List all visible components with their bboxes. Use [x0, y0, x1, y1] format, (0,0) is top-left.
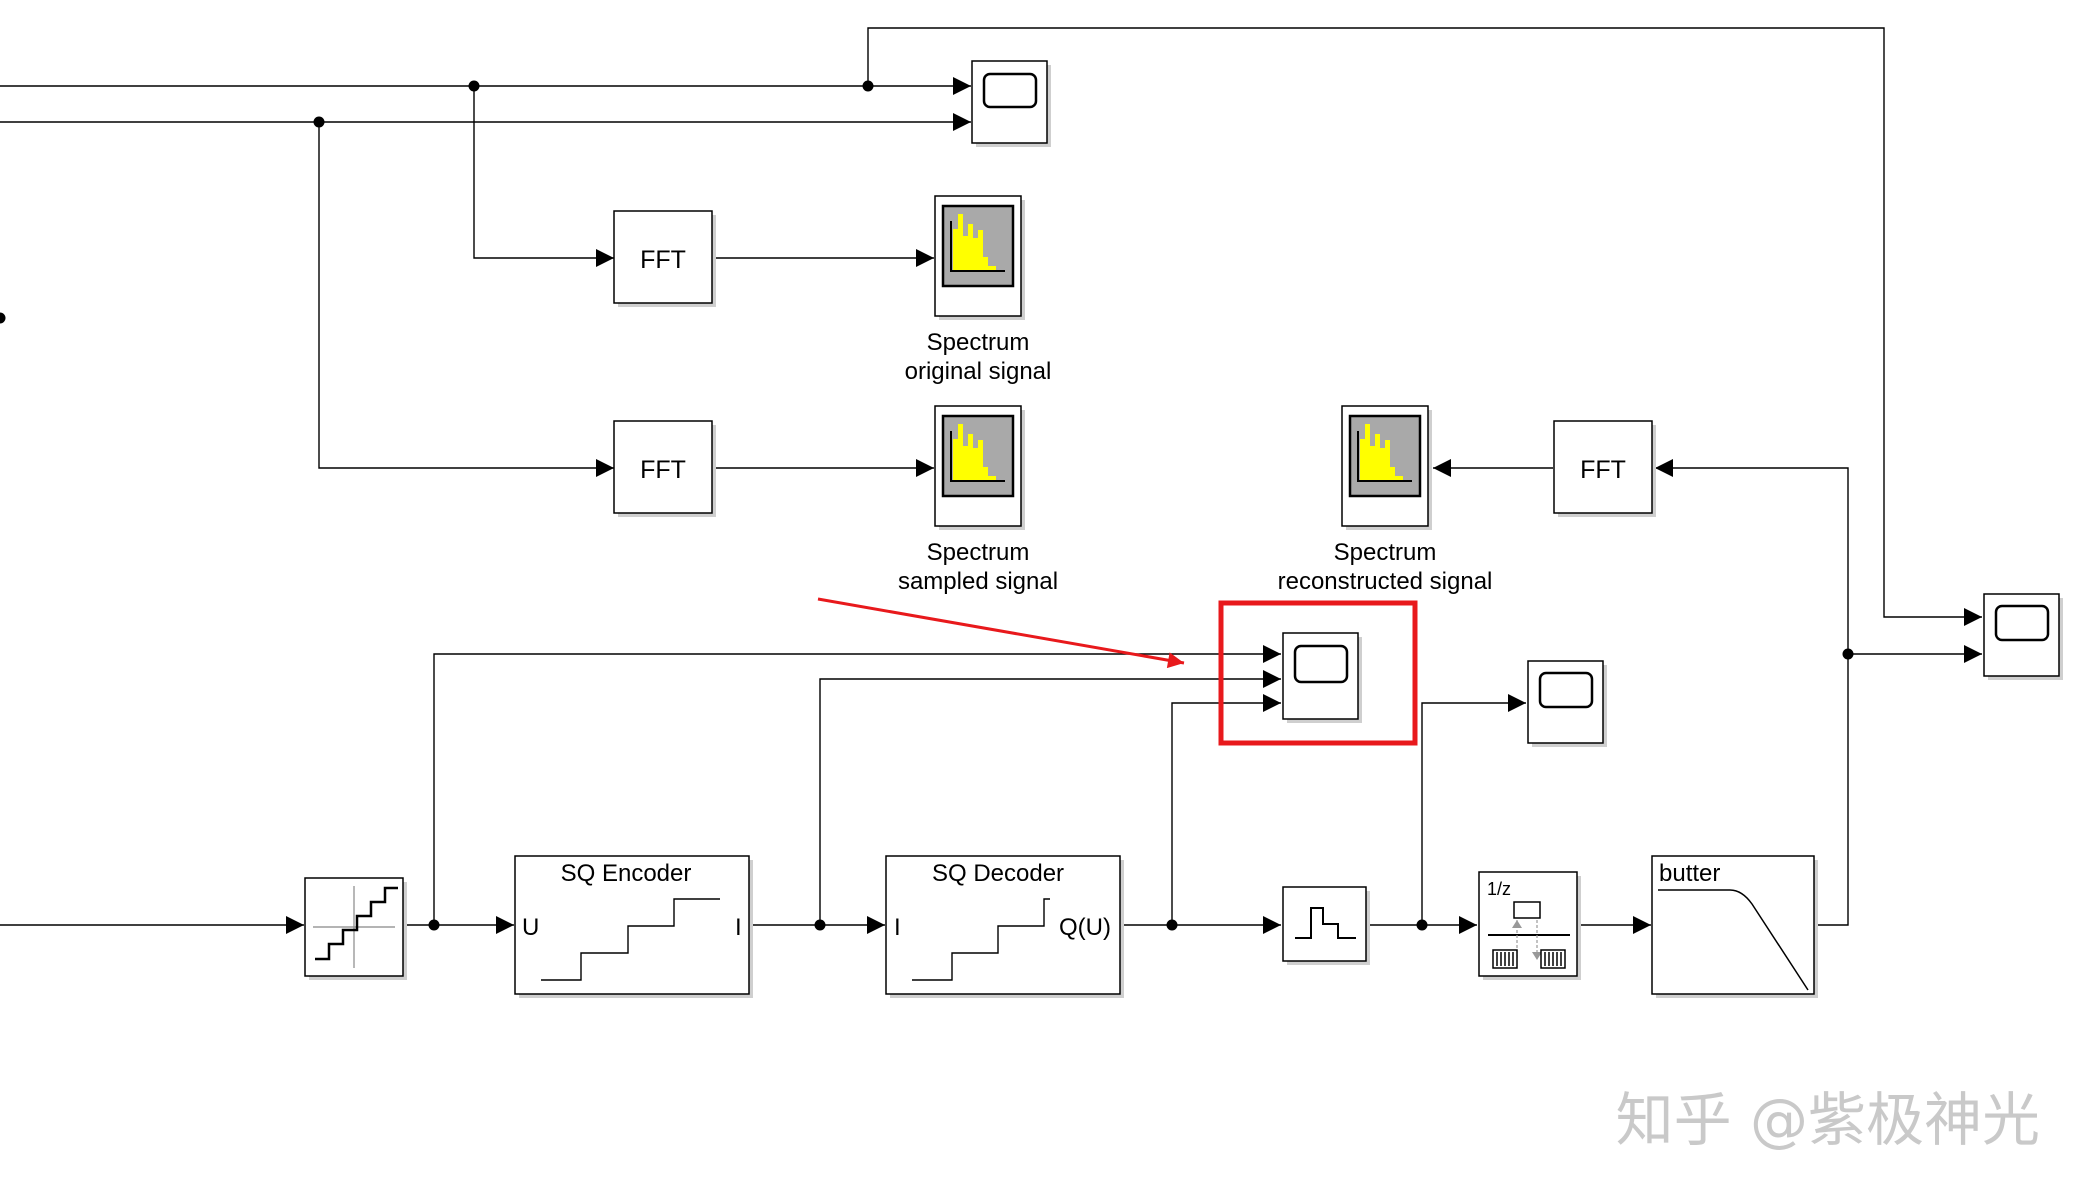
junction-dots	[0, 80, 1854, 931]
spectrum-original-title: Spectrum	[927, 329, 1030, 356]
spectrum-sampled-subtitle: sampled signal	[898, 568, 1058, 595]
unit-delay-block[interactable]: 1/z	[1478, 871, 1581, 980]
spectrum-original-subtitle: original signal	[905, 358, 1052, 385]
spectrum-reconstructed-subtitle: reconstructed signal	[1278, 568, 1493, 595]
scope-top[interactable]	[971, 60, 1051, 147]
spectrum-scope-original[interactable]	[934, 195, 1025, 320]
pulse-block[interactable]	[1282, 886, 1370, 965]
fft-reconstructed-label: FFT	[1580, 456, 1626, 484]
spectrum-reconstructed-title: Spectrum	[1334, 539, 1437, 566]
sq-encoder-out-port: I	[735, 914, 742, 941]
highlight-box	[1218, 600, 1418, 746]
scope-far-right[interactable]	[1983, 593, 2063, 680]
spectrum-scope-reconstructed[interactable]	[1341, 405, 1432, 530]
sq-decoder-title: SQ Decoder	[932, 860, 1064, 887]
annotation-arrow	[817, 597, 1185, 669]
fft-original-label: FFT	[640, 246, 686, 274]
spectrum-sampled-title: Spectrum	[927, 539, 1030, 566]
fft-block-reconstructed[interactable]: FFT	[1553, 420, 1656, 517]
scope-highlighted[interactable]	[1282, 632, 1362, 723]
butter-filter-block[interactable]: butter	[1651, 855, 1818, 998]
watermark: 知乎 @紫极神光	[1616, 1086, 2040, 1154]
sq-decoder-out-port: Q(U)	[1059, 914, 1111, 941]
sq-encoder-title: SQ Encoder	[561, 860, 692, 887]
fft-block-original[interactable]: FFT	[613, 210, 716, 307]
sq-decoder-block[interactable]: SQ Decoder I Q(U)	[885, 855, 1124, 998]
unit-delay-label: 1/z	[1487, 879, 1511, 899]
fft-block-sampled[interactable]: FFT	[613, 420, 716, 517]
sq-decoder-in-port: I	[894, 914, 901, 941]
fft-sampled-label: FFT	[640, 456, 686, 484]
sq-encoder-block[interactable]: SQ Encoder U I	[514, 855, 753, 998]
spectrum-scope-sampled[interactable]	[934, 405, 1025, 530]
sq-encoder-in-port: U	[522, 914, 539, 941]
butter-label: butter	[1659, 860, 1720, 887]
quantizer-block[interactable]	[304, 877, 407, 980]
scope-pulse-output[interactable]	[1527, 660, 1607, 747]
